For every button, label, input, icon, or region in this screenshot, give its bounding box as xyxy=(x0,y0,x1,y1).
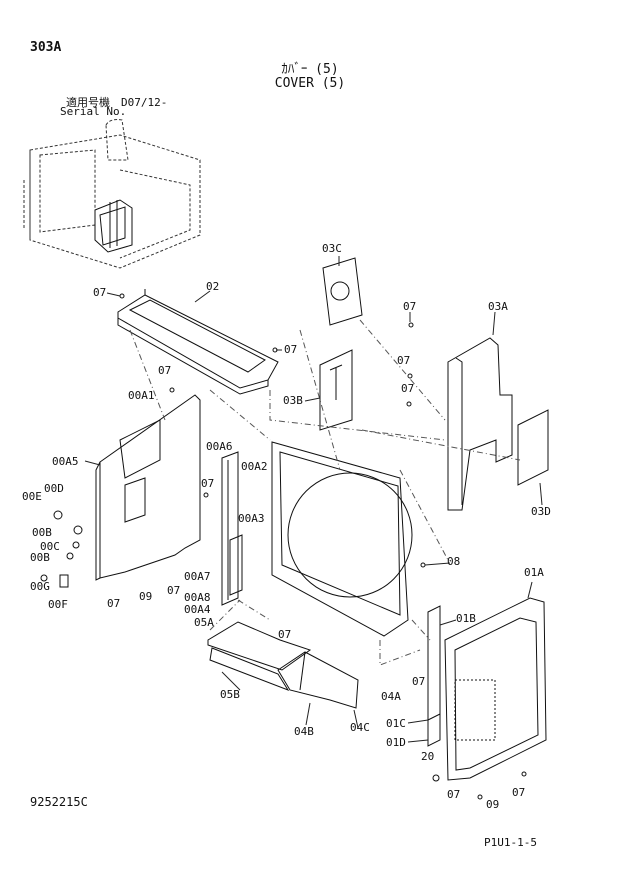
label-03a: 03A xyxy=(488,300,508,313)
label-00a3: 00A3 xyxy=(238,512,265,525)
label-00b: 00B xyxy=(30,551,50,564)
label-00a6: 00A6 xyxy=(206,440,233,453)
part-00a1-left-panel xyxy=(95,387,209,581)
fastener-group-00b-00g xyxy=(40,510,83,588)
part-01b-strip xyxy=(427,605,441,747)
label-04c: 04C xyxy=(350,721,370,734)
label-01b: 01B xyxy=(456,612,476,625)
label-00c: 00C xyxy=(40,540,60,553)
label-07: 07 xyxy=(107,597,120,610)
page-number: 303A xyxy=(30,40,62,55)
sheet-reference: P1U1-1-5 xyxy=(484,836,537,849)
part-04a-shroud-frame xyxy=(271,441,426,637)
label-07: 07 xyxy=(278,628,291,641)
part-labels: 07 02 07 03C 07 03A 07 03B 07 07 00A1 00… xyxy=(22,242,551,811)
label-04a: 04A xyxy=(381,690,401,703)
label-01d: 01D xyxy=(386,736,406,749)
part-02-top-bracket xyxy=(117,289,279,395)
label-09: 09 xyxy=(139,590,152,603)
part-04b-duct xyxy=(277,651,359,709)
label-07: 07 xyxy=(201,477,214,490)
part-01a-right-panel xyxy=(432,597,547,800)
label-00a5: 00A5 xyxy=(52,455,79,468)
label-09: 09 xyxy=(486,798,499,811)
part-03b-plate xyxy=(319,349,353,431)
label-07: 07 xyxy=(284,343,297,356)
label-00d: 00D xyxy=(44,482,64,495)
serial-label-english: Serial No. xyxy=(60,105,127,118)
label-00f: 00F xyxy=(48,598,68,611)
label-07: 07 xyxy=(412,675,425,688)
part-03c-plate xyxy=(322,257,363,326)
label-07: 07 xyxy=(401,382,414,395)
leader-lines xyxy=(84,256,543,743)
serial-label-japanese: 適用号機 D07/12- xyxy=(66,96,168,109)
label-07: 07 xyxy=(397,354,410,367)
label-00a7: 00A7 xyxy=(184,570,211,583)
label-07: 07 xyxy=(158,364,171,377)
label-01a: 01A xyxy=(524,566,544,579)
label-03b: 03B xyxy=(283,394,303,407)
label-03c: 03C xyxy=(322,242,342,255)
label-00g: 00G xyxy=(30,580,50,593)
label-07: 07 xyxy=(512,786,525,799)
label-02: 02 xyxy=(206,280,219,293)
machine-overview-illustration xyxy=(23,119,201,269)
label-20: 20 xyxy=(421,750,434,763)
label-08: 08 xyxy=(447,555,460,568)
label-07: 07 xyxy=(167,584,180,597)
label-00a1: 00A1 xyxy=(128,389,155,402)
highlighted-cover-location xyxy=(94,199,133,253)
label-00a8: 00A8 xyxy=(184,591,211,604)
assembly-guide-lines xyxy=(129,319,521,666)
label-03d: 03D xyxy=(531,505,551,518)
title-english: COVER (5) xyxy=(274,76,346,91)
label-01c: 01C xyxy=(386,717,406,730)
document-number: 9252215C xyxy=(30,795,88,809)
label-04b: 04B xyxy=(294,725,314,738)
label-00a4: 00A4 xyxy=(184,603,211,616)
label-00b: 00B xyxy=(32,526,52,539)
part-03d-pad xyxy=(517,409,549,486)
label-07: 07 xyxy=(447,788,460,801)
part-05b-lower-cover xyxy=(207,621,312,692)
label-05a: 05A xyxy=(194,616,214,629)
label-00a2: 00A2 xyxy=(241,460,268,473)
title-japanese: ｶﾊﾞｰ (5) xyxy=(281,62,339,77)
label-07: 07 xyxy=(403,300,416,313)
part-00a2-strip xyxy=(221,451,243,606)
label-07: 07 xyxy=(93,286,106,299)
label-00e: 00E xyxy=(22,490,42,503)
part-03a-panel xyxy=(406,322,513,511)
label-05b: 05B xyxy=(220,688,240,701)
